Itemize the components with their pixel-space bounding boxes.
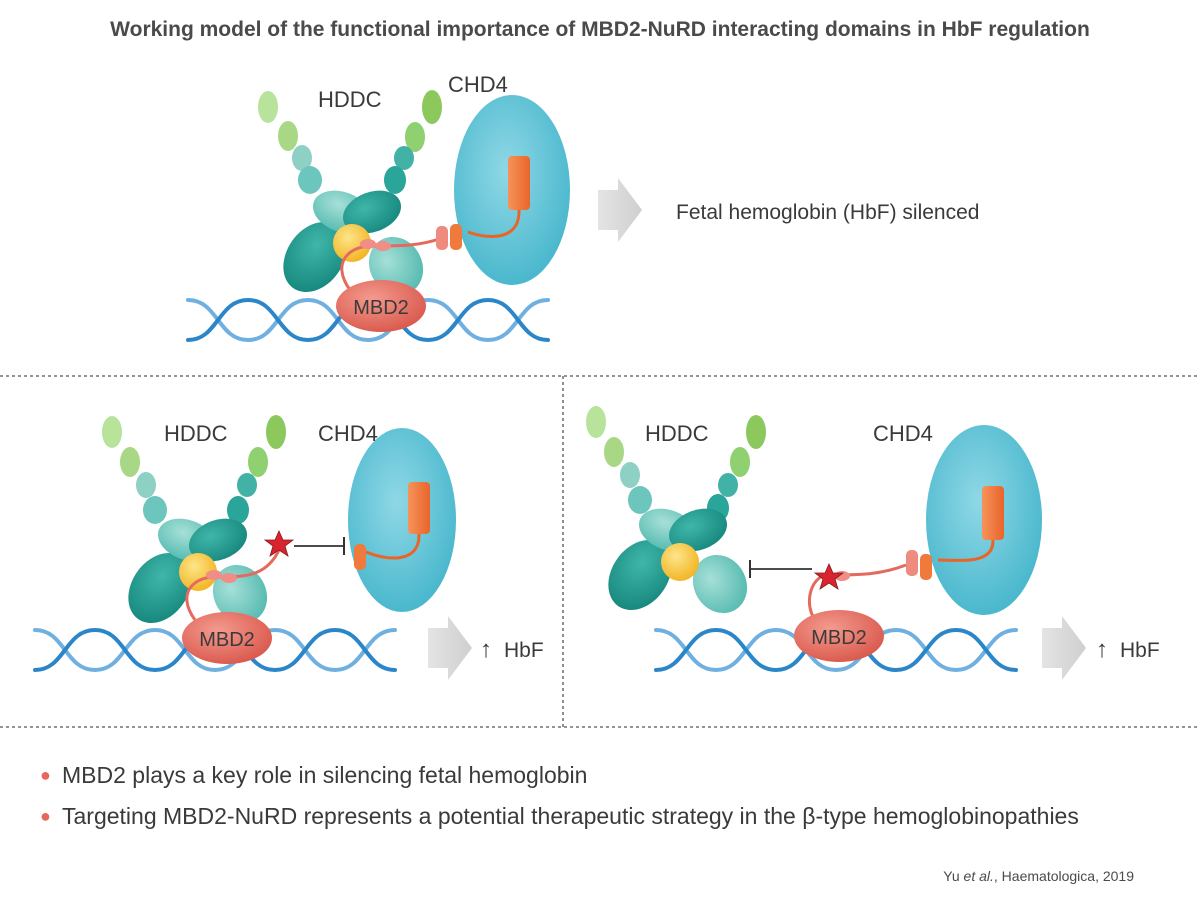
- chd4-linker: [365, 533, 421, 560]
- hdac-right-arm: [384, 90, 442, 194]
- hdac-subunit-upper-right: [188, 518, 248, 562]
- panel-top: HDDC CHD4 MBD2 Fetal hemoglobin (HbF) si…: [186, 72, 979, 343]
- bullet-item: ●MBD2 plays a key role in silencing feta…: [40, 762, 588, 788]
- hdac-subunit-upper-right: [668, 508, 728, 552]
- yellow-core: [661, 543, 699, 581]
- up-arrow-icon: ↑: [480, 636, 492, 663]
- hdac-subunit-left: [128, 552, 192, 624]
- hdac-subunit-right: [692, 554, 748, 614]
- hdac-left-arm: [102, 416, 167, 524]
- mutation-star: [263, 530, 295, 557]
- label-hddc: HDDC: [645, 421, 709, 446]
- chd4-linker: [467, 209, 521, 238]
- mbd2-interaction-domain: [906, 550, 918, 576]
- yellow-core: [179, 553, 217, 591]
- hdac-right-arm: [227, 415, 286, 524]
- chd4-linker: [937, 539, 995, 562]
- panel-bottom-left: HDDC CHD4 MBD2 ↑ HbF: [33, 415, 544, 680]
- hdac-right-arm: [707, 415, 766, 522]
- mbd2-protein: [182, 612, 272, 664]
- outcome-arrow: [428, 616, 472, 680]
- mutation-star: [813, 563, 845, 590]
- summary-bullets: ●MBD2 plays a key role in silencing feta…: [40, 762, 1180, 844]
- label-mbd2: MBD2: [199, 629, 255, 651]
- hdac-subunit-upper-right: [342, 190, 402, 234]
- hdac-subunit-left: [283, 221, 347, 293]
- chd4-domain: [508, 156, 530, 210]
- outcome-text: HbF: [504, 639, 544, 662]
- hdac-subunit-left: [608, 539, 672, 611]
- label-mbd2: MBD2: [353, 297, 409, 319]
- label-chd4: CHD4: [318, 421, 378, 446]
- label-hddc: HDDC: [318, 87, 382, 112]
- figure-title: Working model of the functional importan…: [110, 18, 1090, 41]
- chd4-protein: [348, 428, 456, 612]
- mbd2-protein: [336, 280, 426, 332]
- outcome-text: HbF: [1120, 639, 1160, 662]
- outcome-text: Fetal hemoglobin (HbF) silenced: [676, 201, 979, 224]
- bullet-dot-icon: ●: [40, 765, 51, 785]
- bullet-dot-icon: ●: [40, 806, 51, 826]
- mbd2-interaction-domain: [436, 226, 448, 250]
- label-hddc: HDDC: [164, 421, 228, 446]
- up-arrow-icon: ↑: [1096, 636, 1108, 663]
- yellow-core: [333, 224, 371, 262]
- citation: Yu et al., Haematologica, 2019: [943, 868, 1134, 884]
- chd4-domain: [408, 482, 430, 534]
- chd4-domain: [982, 486, 1004, 540]
- mbd2-protein: [794, 610, 884, 662]
- bullet-item: ●Targeting MBD2-NuRD represents a potent…: [40, 803, 1079, 829]
- mbd2-coiled-coil: [360, 239, 376, 249]
- hdac-left-arm: [258, 91, 322, 194]
- label-chd4: CHD4: [873, 421, 933, 446]
- chd4-binding-site: [354, 544, 366, 570]
- panel-bottom-right: HDDC CHD4 MBD2 ↑ HbF: [586, 406, 1160, 680]
- label-chd4: CHD4: [448, 72, 508, 97]
- label-mbd2: MBD2: [811, 627, 867, 649]
- mbd2-coiled-coil: [206, 570, 222, 580]
- hdac-left-arm: [586, 406, 652, 514]
- outcome-arrow: [1042, 616, 1086, 680]
- outcome-arrow: [598, 178, 642, 242]
